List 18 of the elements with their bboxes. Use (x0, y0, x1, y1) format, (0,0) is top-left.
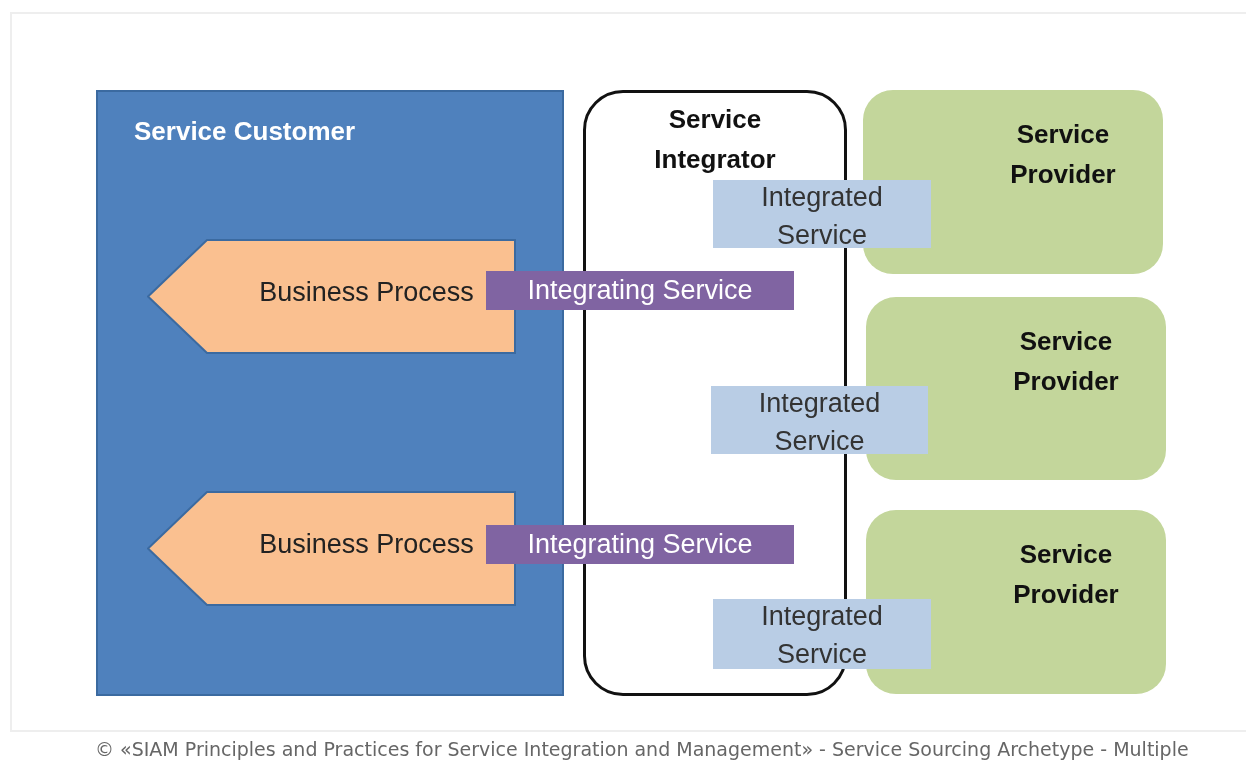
service-label: Integrated Service (757, 387, 882, 458)
process-label: Business Process (258, 277, 475, 308)
panel-title: Service Provider (1009, 118, 1117, 191)
service-box (713, 599, 931, 669)
service-label: Integrated Service (760, 181, 884, 252)
panel-title: Service Provider (1012, 325, 1120, 398)
service-label: Integrating Service (526, 275, 754, 306)
service-label: Integrated Service (760, 600, 884, 671)
service-bar (486, 271, 794, 310)
panel-title: Service Integrator (653, 103, 777, 176)
panel-title: Service Provider (1012, 538, 1120, 611)
service-box (711, 386, 928, 454)
panel-title: Service Customer (134, 116, 356, 147)
service-box (713, 180, 931, 248)
service-bar (486, 525, 794, 564)
process-label: Business Process (258, 529, 475, 560)
service-label: Integrating Service (526, 529, 754, 560)
caption: © «SIAM Principles and Practices for Service Integration and Management» - Service Sourcing Archetype - Multiple (95, 738, 1189, 760)
